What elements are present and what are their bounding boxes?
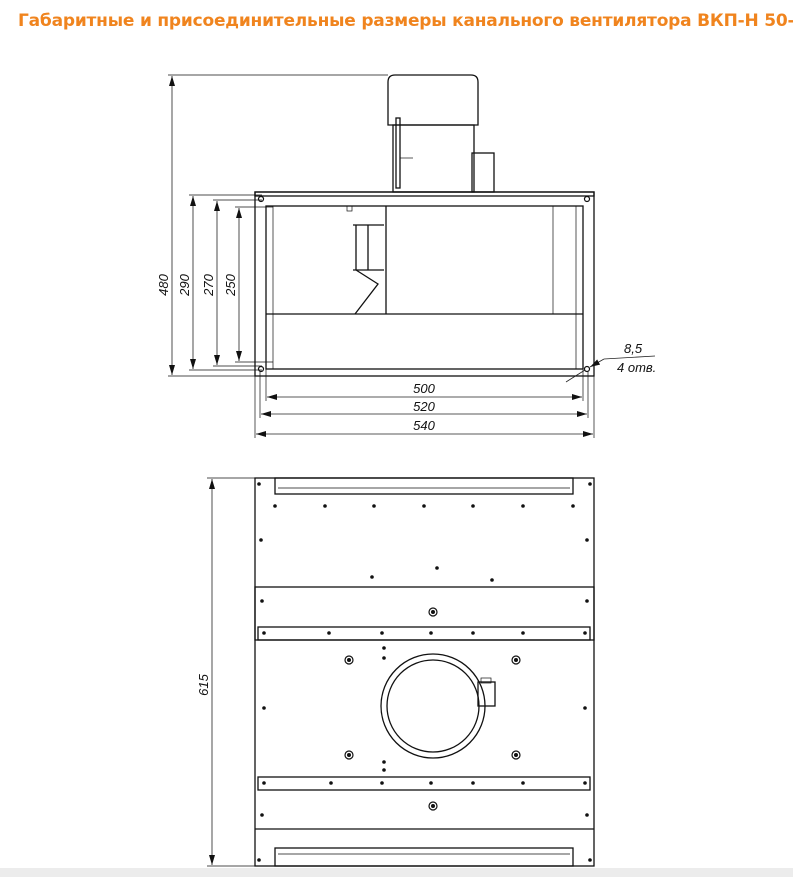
motor [387, 74, 495, 193]
dim-615: 615 [196, 673, 211, 695]
hole [382, 768, 386, 772]
mount-bolt-center [514, 753, 518, 757]
hole [490, 578, 494, 582]
hole [382, 646, 386, 650]
dim-270: 270 [201, 273, 216, 296]
hole [323, 504, 327, 508]
hole [585, 599, 589, 603]
mount-bolt-center [347, 658, 351, 662]
hole [257, 858, 261, 862]
hole [273, 504, 277, 508]
hole [583, 781, 587, 785]
housing-frame [254, 191, 595, 377]
dim-500: 500 [413, 381, 435, 396]
bottom-rail [274, 847, 574, 867]
hole [429, 631, 433, 635]
dim-540: 540 [413, 418, 435, 433]
hole [422, 504, 426, 508]
motor-top [380, 653, 496, 759]
top-view: 615 [196, 477, 595, 867]
hole [588, 858, 592, 862]
hole [262, 781, 266, 785]
hole [370, 575, 374, 579]
hole [260, 599, 264, 603]
hole [588, 482, 592, 486]
hole [583, 706, 587, 710]
mount-bolt-center [514, 658, 518, 662]
top-rail [274, 477, 574, 495]
hole [571, 504, 575, 508]
hole [380, 781, 384, 785]
hole [521, 631, 525, 635]
mount-bolt-center [431, 804, 435, 808]
dim-480: 480 [156, 273, 171, 295]
hole [259, 538, 263, 542]
hole [329, 781, 333, 785]
dim-250: 250 [223, 273, 238, 296]
mount-strip-upper [257, 626, 591, 641]
bottom-band [0, 868, 793, 877]
hole [380, 631, 384, 635]
hole [257, 482, 261, 486]
hole [382, 760, 386, 764]
hole [260, 813, 264, 817]
hole-count: 4 отв. [617, 360, 656, 375]
terminal-box-top [477, 681, 496, 707]
dim-290: 290 [177, 273, 192, 296]
front-view: 480 290 270 250 500 520 540 [156, 74, 656, 438]
hole [585, 813, 589, 817]
hole [382, 656, 386, 660]
hole [372, 504, 376, 508]
hole [471, 504, 475, 508]
hole [262, 631, 266, 635]
hole [471, 631, 475, 635]
terminal-box [471, 152, 495, 193]
mount-bolt-center [431, 610, 435, 614]
hole [327, 631, 331, 635]
hole [583, 631, 587, 635]
fastener-holes [257, 482, 592, 862]
dim-520: 520 [413, 399, 435, 414]
hole [429, 781, 433, 785]
hole [521, 504, 525, 508]
hole-diameter: 8,5 [624, 341, 643, 356]
hole [585, 538, 589, 542]
mount-bolt-center [347, 753, 351, 757]
hole [471, 781, 475, 785]
hole [262, 706, 266, 710]
dimensions-front: 480 290 270 250 500 520 540 [156, 74, 656, 438]
hole [521, 781, 525, 785]
mount-strip-lower [257, 776, 591, 791]
hole [435, 566, 439, 570]
page-title: Габаритные и присоединительные размеры к… [18, 11, 793, 31]
